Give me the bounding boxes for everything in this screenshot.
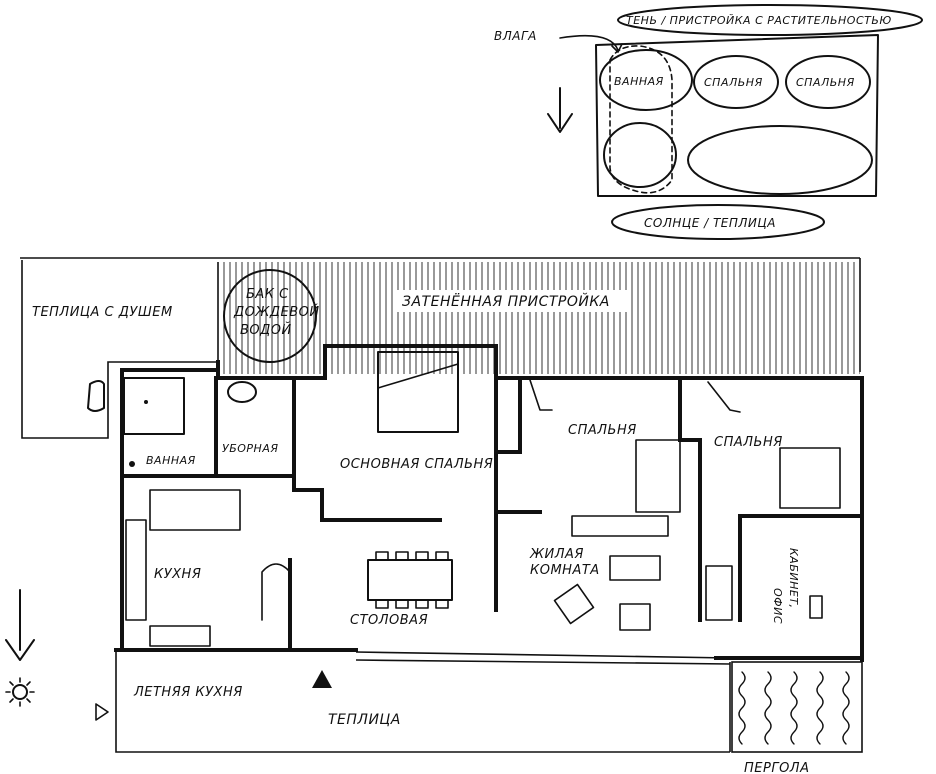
- kitchen-counter-icon: [149, 489, 241, 531]
- play-triangle-icon: [95, 703, 109, 721]
- sun-icon: [5, 677, 35, 707]
- concept-arrow-icon: [547, 87, 573, 133]
- wall-bed1-bed2: [678, 376, 702, 442]
- office-chair-icon: [809, 595, 823, 619]
- office-cabinet-icon: [705, 565, 733, 621]
- armchair-2-icon: [619, 603, 651, 631]
- sofa-icon: [571, 515, 669, 537]
- wall-north: [216, 344, 864, 662]
- living-room-label-2: КОМНАТА: [530, 563, 600, 578]
- bedroom1-bed-icon: [635, 439, 681, 513]
- rain-tank-label-3: ВОДОЙ: [240, 322, 292, 338]
- bedroom2-door-icon: [707, 381, 741, 413]
- moisture-arrow: [559, 34, 619, 51]
- main-plan: ТЕПЛИЦА С ДУШЕМ БАК С ДОЖДЕВОЙ ВОДОЙ ЗАТ…: [5, 257, 864, 774]
- concept-bedroom-b-ellipse: [785, 55, 871, 109]
- greenhouse-outline: [115, 650, 730, 753]
- drain-icon: [144, 400, 148, 404]
- greenhouse-label: ТЕПЛИЦА: [328, 712, 401, 728]
- sun-ellipse: [611, 204, 825, 240]
- concept-bedroom-a-ellipse: [693, 55, 779, 109]
- moisture-label: ВЛАГА: [494, 29, 537, 43]
- concept-lower-ellipse-a: [603, 122, 677, 188]
- rain-tank-label-1: БАК С: [246, 287, 289, 302]
- bathroom-label: ВАННАЯ: [146, 454, 196, 467]
- shower-greenhouse-label: ТЕПЛИЦА С ДУШЕМ: [32, 305, 173, 320]
- annex-label-bg: [396, 290, 630, 312]
- bathtub-icon: [123, 377, 185, 435]
- dining-table-icon: [367, 559, 453, 601]
- concept-lower-ellipse-b: [687, 125, 873, 195]
- office-label-2: ОФИС: [771, 588, 784, 624]
- master-bed-sheet: [377, 363, 459, 389]
- dining-label: СТОЛОВАЯ: [350, 613, 428, 628]
- bedroom-1-label: СПАЛЬНЯ: [568, 423, 637, 438]
- south-arrow-icon: [5, 589, 35, 661]
- glazing-line-2: [355, 659, 731, 665]
- office-label-1: КАБИНЕТ,: [787, 548, 800, 609]
- sink-icon: [129, 461, 135, 467]
- kitchen-label: КУХНЯ: [154, 567, 201, 582]
- wall-bed1-west: [498, 376, 522, 454]
- bedroom-2-label: СПАЛЬНЯ: [714, 435, 783, 450]
- shade-ellipse: [617, 4, 923, 36]
- concept-bedroom-b-label: СПАЛЬНЯ: [796, 76, 855, 89]
- rain-tank-label-2: ДОЖДЕВОЙ: [233, 304, 320, 320]
- armchair-icon: [553, 583, 595, 625]
- toilet-icon: [227, 381, 257, 403]
- living-room-label-1: ЖИЛАЯ: [529, 547, 584, 562]
- concept-bathroom-label: ВАННАЯ: [614, 75, 664, 88]
- master-bed-icon: [377, 351, 459, 433]
- stove-icon: [149, 625, 211, 647]
- shower-greenhouse-outline: [21, 260, 219, 439]
- toilet-label: УБОРНАЯ: [222, 442, 278, 455]
- shade-label: ТЕНЬ / ПРИСТРОЙКА С РАСТИТЕЛЬНОСТЬЮ: [626, 14, 892, 27]
- sun-label: СОЛНЦЕ / ТЕПЛИЦА: [644, 216, 776, 230]
- entrance-marker-icon: [312, 670, 332, 688]
- bedroom1-door-icon: [529, 379, 553, 411]
- bedroom2-bed-icon: [779, 447, 841, 509]
- concept-bedroom-a-label: СПАЛЬНЯ: [704, 76, 763, 89]
- pergola-plants: [731, 661, 863, 753]
- moisture-arrowhead: [611, 43, 623, 53]
- rain-tank: [223, 269, 317, 363]
- pergola-label: ПЕРГОЛА: [744, 761, 809, 774]
- concept-bathroom-ellipse: [599, 49, 693, 111]
- moisture-zone: [609, 45, 673, 194]
- glazing-line: [355, 651, 731, 659]
- kitchen-counter-west: [125, 519, 147, 621]
- summer-kitchen-label: ЛЕТНЯЯ КУХНЯ: [133, 685, 243, 700]
- shaded-annex-label: ЗАТЕНЁННАЯ ПРИСТРОЙКА: [402, 292, 610, 310]
- coffee-table-icon: [609, 555, 661, 581]
- concept-sketch: ВЛАГА ТЕНЬ / ПРИСТРОЙКА С РАСТИТЕЛЬНОСТЬ…: [494, 4, 923, 240]
- dining-chairs-icon: [375, 551, 449, 609]
- concept-frame: [595, 34, 879, 197]
- kitchen-island-icon: [261, 563, 291, 621]
- wall-toilet-master: [292, 376, 324, 522]
- shower-chair-icon: [87, 380, 105, 412]
- master-bedroom-label: ОСНОВНАЯ СПАЛЬНЯ: [340, 457, 493, 472]
